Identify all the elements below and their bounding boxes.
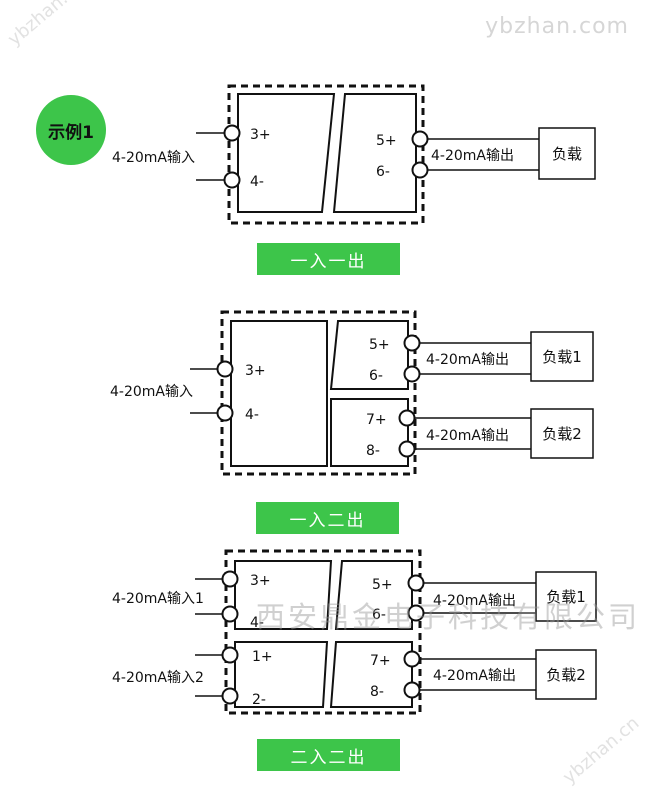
terminal-6-minus[interactable] <box>411 161 429 179</box>
pin-label: 3+ <box>245 363 266 379</box>
diagram-2: 3+ 4- 4-20mA输入 5+ 6- 4-20mA输出 负载1 7+ 8- … <box>110 310 594 476</box>
load-box <box>535 649 597 700</box>
pin-label: 5+ <box>376 133 397 149</box>
output-module-block-1 <box>329 320 409 390</box>
load-label: 负载1 <box>546 588 586 606</box>
caption-text: 二入二出 <box>290 747 367 768</box>
watermark-company: 西安鼎金电子科技有限公司 <box>256 600 641 634</box>
output-label: 4-20mA输出 <box>433 593 516 609</box>
load-box <box>530 331 594 382</box>
module-dashed-border <box>224 549 422 715</box>
output-label: 4-20mA输出 <box>426 428 509 444</box>
diagram-1: 3+ 4- 4-20mA输入 5+ 6- 4-20mA输出 负载 <box>112 84 596 225</box>
pin-label: 4- <box>250 615 264 631</box>
input-module-block-2 <box>234 641 329 708</box>
load-box <box>535 571 597 622</box>
terminal-3-plus[interactable] <box>216 360 234 378</box>
input-label: 4-20mA输入2 <box>112 670 204 686</box>
terminal-6-minus[interactable] <box>403 365 421 383</box>
input-module-block-1 <box>234 560 333 630</box>
example-badge: 示例1 <box>36 95 106 165</box>
terminal-8-minus[interactable] <box>403 681 421 699</box>
module-dashed-border <box>227 84 425 225</box>
output-module-block-2 <box>329 641 413 708</box>
input-label: 4-20mA输入 <box>112 150 195 166</box>
module-dashed-border <box>220 310 417 476</box>
terminal-3-plus[interactable] <box>221 570 239 588</box>
caption-text: 一入一出 <box>290 251 367 272</box>
terminal-8-minus[interactable] <box>398 440 416 458</box>
load-label: 负载2 <box>542 425 582 443</box>
pin-label: 8- <box>366 443 380 459</box>
pin-label: 6- <box>372 607 386 623</box>
pin-label: 3+ <box>250 127 271 143</box>
caption-text: 一入二出 <box>289 510 366 531</box>
load-label: 负载 <box>552 145 582 163</box>
pin-label: 8- <box>370 684 384 700</box>
pin-label: 6- <box>376 164 390 180</box>
output-label: 4-20mA输出 <box>431 148 514 164</box>
terminal-1-plus[interactable] <box>221 646 239 664</box>
terminal-4-minus[interactable] <box>221 605 239 623</box>
pin-label: 4- <box>245 407 259 423</box>
output-label: 4-20mA输出 <box>426 352 509 368</box>
terminal-4-minus[interactable] <box>223 171 241 189</box>
pin-label: 4- <box>250 174 264 190</box>
input-module-block <box>237 93 336 213</box>
pin-label: 7+ <box>370 653 391 669</box>
example-badge-label: 示例1 <box>48 122 94 143</box>
output-module-block <box>332 93 417 213</box>
terminal-4-minus[interactable] <box>216 404 234 422</box>
output-module-block-1 <box>334 560 413 630</box>
terminal-5-plus[interactable] <box>411 130 429 148</box>
diagram-3: 3+ 4- 4-20mA输入1 1+ 2- 4-20mA输入2 5+ 6- 4-… <box>112 549 597 715</box>
pin-label: 1+ <box>252 649 273 665</box>
load-box <box>530 408 594 459</box>
pin-label: 5+ <box>369 337 390 353</box>
output-module-block-2 <box>330 398 409 467</box>
input-module-block <box>230 320 328 467</box>
input-label: 4-20mA输入1 <box>112 591 204 607</box>
watermark-top: ybzhan.com <box>485 14 629 39</box>
terminal-5-plus[interactable] <box>403 334 421 352</box>
terminal-7-plus[interactable] <box>403 650 421 668</box>
caption-banner-3: 二入二出 <box>257 739 400 771</box>
caption-banner-2: 一入二出 <box>256 502 399 534</box>
pin-label: 6- <box>369 368 383 384</box>
caption-banner-1: 一入一出 <box>257 243 400 275</box>
output-label: 4-20mA输出 <box>433 668 516 684</box>
pin-label: 7+ <box>366 412 387 428</box>
terminal-3-plus[interactable] <box>223 124 241 142</box>
load-label: 负载1 <box>542 348 582 366</box>
terminal-7-plus[interactable] <box>398 409 416 427</box>
load-label: 负载2 <box>546 666 586 684</box>
pin-label: 2- <box>252 692 266 708</box>
pin-label: 3+ <box>250 573 271 589</box>
load-box <box>538 127 596 180</box>
terminal-5-plus[interactable] <box>407 574 425 592</box>
pin-label: 5+ <box>372 577 393 593</box>
terminal-2-minus[interactable] <box>221 687 239 705</box>
input-label: 4-20mA输入 <box>110 384 193 400</box>
